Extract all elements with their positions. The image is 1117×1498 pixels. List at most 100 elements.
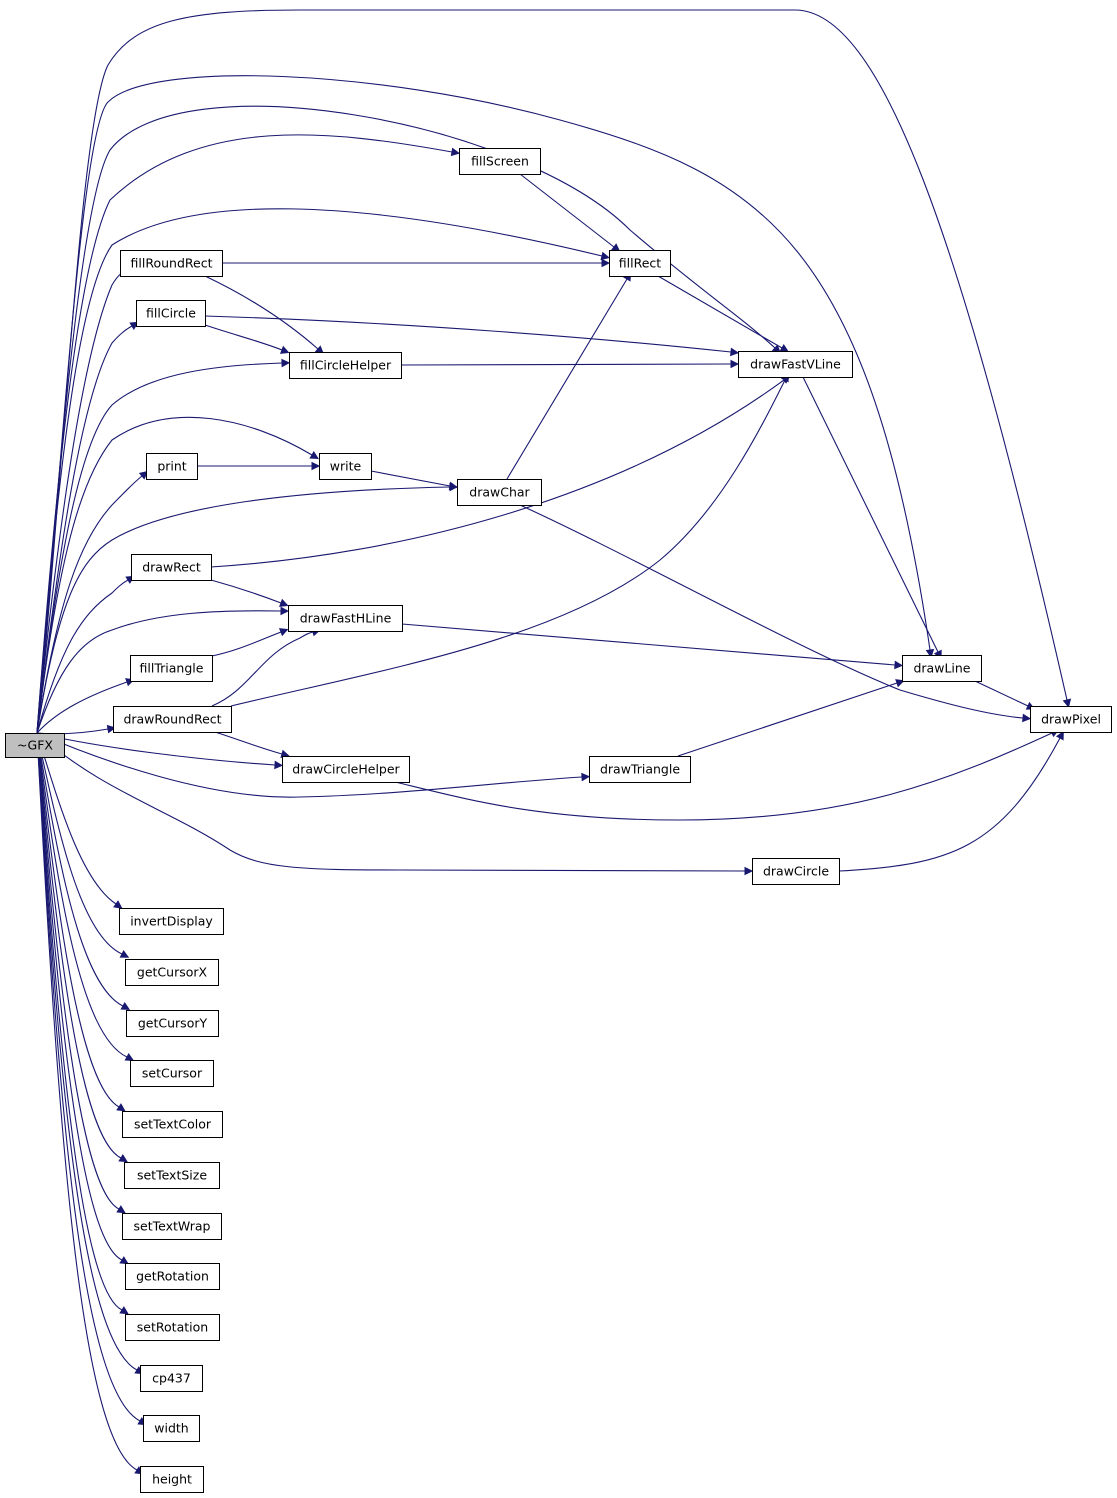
- edge-line: [204, 275, 319, 350]
- edge-line: [802, 376, 939, 653]
- node-height[interactable]: height: [140, 1466, 204, 1493]
- edge-gfx-to-fillRoundRect: [36, 266, 136, 734]
- node-fillCircleHelper[interactable]: fillCircleHelper: [289, 352, 402, 379]
- node-drawCircleHelper[interactable]: drawCircleHelper: [282, 756, 410, 783]
- node-getRotation[interactable]: getRotation: [125, 1263, 220, 1290]
- node-box: [459, 148, 541, 175]
- node-label: fillTriangle: [140, 661, 204, 676]
- node-setTextWrap[interactable]: setTextWrap: [122, 1213, 222, 1240]
- node-drawRoundRect[interactable]: drawRoundRect: [113, 706, 232, 733]
- edge-line: [400, 363, 732, 366]
- node-label: setTextWrap: [134, 1219, 211, 1234]
- edge-line: [36, 325, 133, 734]
- edge-line: [211, 631, 314, 707]
- edge-arrowhead: [116, 1205, 126, 1214]
- node-drawLine[interactable]: drawLine: [902, 655, 982, 682]
- node-setCursor[interactable]: setCursor: [130, 1060, 214, 1087]
- edge-line: [36, 732, 583, 798]
- node-label: getCursorX: [137, 965, 208, 980]
- edge-line: [506, 278, 628, 480]
- edge-arrowhead: [279, 345, 290, 354]
- edge-line: [677, 682, 898, 757]
- node-fillScreen[interactable]: fillScreen: [459, 148, 541, 175]
- edge-line: [36, 732, 276, 766]
- node-cp437[interactable]: cp437: [140, 1365, 203, 1392]
- node-print[interactable]: print: [146, 453, 198, 480]
- node-label: fillRoundRect: [131, 256, 213, 271]
- node-fillCircle[interactable]: fillCircle: [136, 300, 206, 327]
- node-label: fillCircleHelper: [300, 358, 392, 373]
- edge-arrowhead: [274, 760, 284, 770]
- node-getCursorY[interactable]: getCursorY: [126, 1010, 219, 1037]
- node-label: ~GFX: [17, 738, 53, 753]
- node-drawPixel[interactable]: drawPixel: [1030, 706, 1112, 733]
- node-box: [738, 351, 853, 378]
- edge-gfx-to-drawFastHLine: [36, 606, 290, 734]
- node-box: [122, 1213, 222, 1240]
- edge-drawChar-to-fillRect: [506, 272, 632, 480]
- edge-line: [36, 416, 313, 734]
- edge-gfx-to-getRotation: [36, 732, 129, 1265]
- node-label: drawFastVLine: [750, 357, 841, 372]
- node-setRotation[interactable]: setRotation: [125, 1314, 220, 1341]
- node-fillRoundRect[interactable]: fillRoundRect: [120, 250, 223, 277]
- edge-drawRect-to-drawFastHLine: [210, 579, 289, 607]
- node-box: [124, 1162, 220, 1189]
- edge-arrowhead: [894, 660, 904, 670]
- node-drawChar[interactable]: drawChar: [457, 479, 542, 506]
- node-write[interactable]: write: [319, 453, 372, 480]
- node-label: fillCircle: [146, 306, 196, 321]
- node-label: cp437: [152, 1371, 191, 1386]
- node-fillRect[interactable]: fillRect: [609, 250, 671, 277]
- edge-arrowhead: [581, 772, 591, 782]
- edge-arrowhead: [281, 358, 291, 368]
- edge-fillRoundRect-to-fillRect: [222, 258, 611, 268]
- node-width[interactable]: width: [143, 1415, 200, 1442]
- edge-arrowhead: [895, 679, 905, 688]
- node-drawCircle[interactable]: drawCircle: [752, 858, 840, 885]
- node-fillTriangle[interactable]: fillTriangle: [130, 655, 213, 682]
- node-invertDisplay[interactable]: invertDisplay: [119, 908, 224, 935]
- node-drawFastHLine[interactable]: drawFastHLine: [288, 605, 403, 632]
- edge-fillRoundRect-to-fillCircleHelper: [204, 275, 325, 355]
- node-getCursorX[interactable]: getCursorX: [125, 959, 219, 986]
- edge-line: [210, 579, 282, 604]
- edge-line: [36, 681, 128, 734]
- node-drawRect[interactable]: drawRect: [131, 554, 212, 581]
- edge-gfx-to-getCursorY: [36, 732, 131, 1010]
- edge-line: [36, 486, 451, 734]
- node-label: setRotation: [137, 1320, 208, 1335]
- edge-arrowhead: [138, 470, 149, 480]
- edge-arrowhead: [309, 451, 319, 460]
- edge-line: [36, 75, 931, 734]
- edge-arrowhead: [730, 347, 740, 357]
- edge-line: [210, 379, 785, 568]
- node-label: height: [152, 1472, 192, 1487]
- edge-arrowhead: [119, 1256, 129, 1265]
- edge-arrowhead: [279, 598, 289, 607]
- edge-arrowhead: [779, 344, 790, 353]
- node-drawFastVLine[interactable]: drawFastVLine: [738, 351, 853, 378]
- node-label: print: [157, 459, 186, 474]
- edge-drawFastHLine-to-drawLine: [401, 623, 904, 670]
- node-box: [140, 1466, 204, 1493]
- node-setTextSize[interactable]: setTextSize: [124, 1162, 220, 1189]
- edge-gfx-to-drawRoundRect: [36, 724, 117, 735]
- edge-drawFastVLine-to-drawLine: [802, 376, 942, 660]
- node-box: [609, 250, 671, 277]
- edge-gfx-to-setTextWrap: [36, 732, 126, 1214]
- node-setTextColor[interactable]: setTextColor: [122, 1111, 223, 1138]
- edge-fillCircle-to-drawFastVLine: [204, 315, 740, 357]
- edge-fillRect-to-drawFastVLine: [657, 275, 790, 353]
- node-label: drawTriangle: [600, 762, 680, 777]
- edge-line: [36, 732, 123, 1261]
- edge-arrowhead: [119, 949, 130, 958]
- node-gfx[interactable]: ~GFX: [5, 733, 65, 758]
- edge-drawRoundRect-to-drawFastHLine: [211, 627, 321, 707]
- node-box: [1030, 706, 1112, 733]
- edge-line: [519, 504, 1024, 719]
- edge-write-to-drawChar: [370, 470, 458, 491]
- node-label: width: [154, 1421, 188, 1436]
- node-box: [146, 453, 198, 480]
- node-drawTriangle[interactable]: drawTriangle: [589, 756, 691, 783]
